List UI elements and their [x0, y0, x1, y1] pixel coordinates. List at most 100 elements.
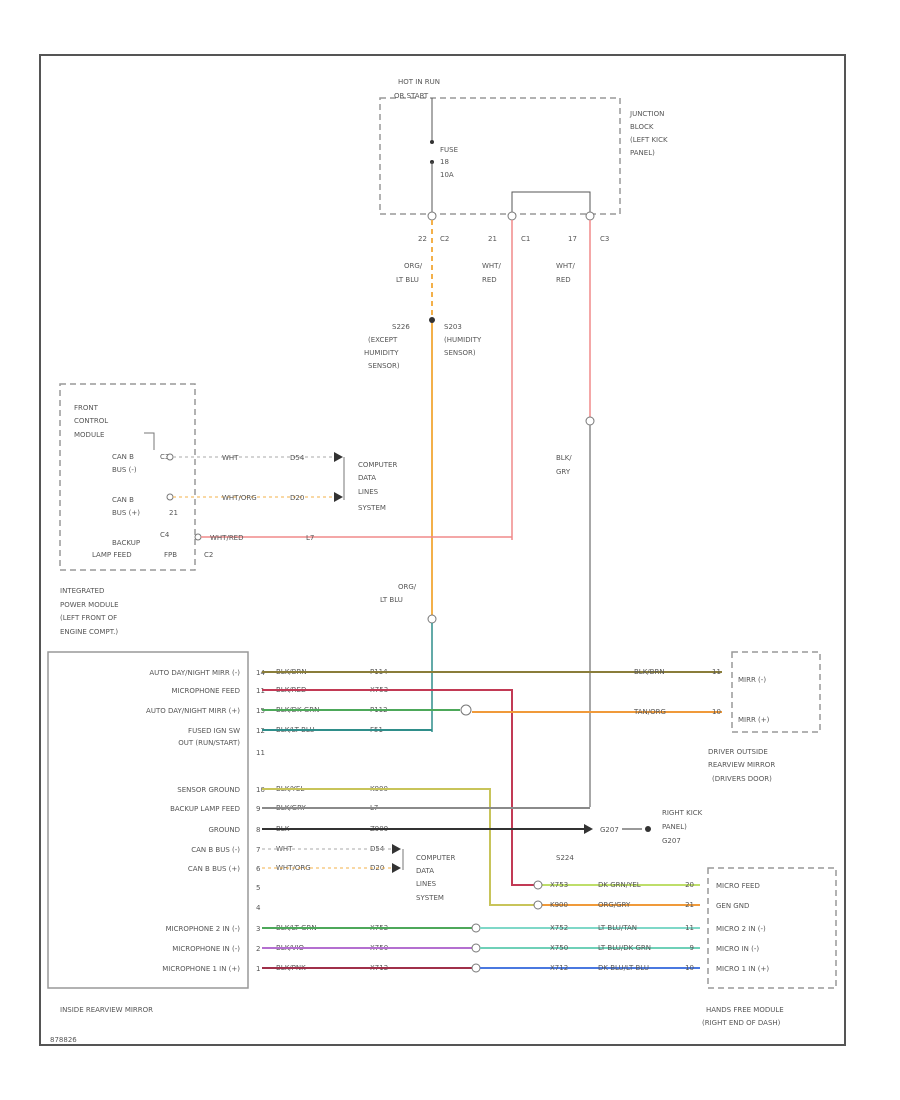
connector-micro2 — [471, 923, 481, 933]
fcm-pin2-label-b: BUS (+) — [112, 509, 140, 517]
pin-21-conn: C1 — [521, 235, 530, 243]
svg-text:SYSTEM: SYSTEM — [358, 504, 386, 512]
figure-id: 878826 — [50, 1036, 77, 1044]
driver-mirror-pin-number: 10 — [712, 708, 721, 716]
svg-text:CONTROL: CONTROL — [74, 417, 108, 425]
hfm-pin-label: MICRO 2 IN (-) — [716, 925, 766, 933]
fuse-label: FUSE 18 10A — [440, 146, 458, 179]
mirror-pin-number: 2 — [256, 945, 260, 953]
fcm-pin1-num: C3 — [160, 453, 169, 461]
hfm-pin-number: 20 — [685, 881, 694, 889]
svg-text:(HUMIDITY: (HUMIDITY — [444, 336, 482, 344]
mirror-pin-number: 5 — [256, 884, 260, 892]
fcm-pin2-num: 21 — [169, 509, 178, 517]
hands-free-module-outline — [707, 867, 837, 989]
hfm-pin-number: 10 — [685, 964, 694, 972]
svg-text:(LEFT KICK: (LEFT KICK — [630, 136, 668, 144]
svg-text:GRY: GRY — [556, 468, 571, 476]
mirror-pin-number: 1 — [256, 965, 260, 973]
driver-mirror-wire-color: TAN/ORG — [633, 708, 666, 716]
splice-s203-label: S203 (HUMIDITY SENSOR) — [444, 323, 482, 357]
mirror-pin-label: GROUND — [208, 826, 240, 834]
hfm-pin-number: 11 — [685, 924, 694, 932]
hfm-wire-code: X750 — [550, 944, 568, 952]
hfm-pin-number: 21 — [685, 901, 694, 909]
mirror-pin-number: 9 — [256, 805, 260, 813]
fcm-pin1-label-a: CAN B — [112, 453, 134, 461]
svg-text:ORG/: ORG/ — [398, 583, 417, 591]
svg-text:(EXCEPT: (EXCEPT — [368, 336, 398, 344]
hfm-wire-color: ORG/GRY — [598, 901, 631, 909]
pin-22-conn: C2 — [440, 235, 449, 243]
hfm-pin-number: 9 — [690, 944, 694, 952]
pin-17-conn: C3 — [600, 235, 609, 243]
svg-text:SENSOR): SENSOR) — [444, 349, 476, 357]
pin-22-num: 22 — [418, 235, 427, 243]
svg-text:RED: RED — [482, 276, 497, 284]
fcm-pin2-connector — [166, 493, 174, 501]
pin-17-connector — [585, 211, 595, 221]
svg-text:ENGINE COMPT.): ENGINE COMPT.) — [60, 628, 118, 636]
mirror-pin-number: 4 — [256, 904, 261, 912]
svg-text:(DRIVERS DOOR): (DRIVERS DOOR) — [712, 775, 772, 783]
fcm-c2: C2 — [204, 551, 213, 559]
mirror-pin-label: AUTO DAY/NIGHT MIRR (-) — [149, 669, 240, 677]
svg-text:MODULE: MODULE — [74, 431, 104, 439]
svg-text:REARVIEW MIRROR: REARVIEW MIRROR — [708, 761, 775, 769]
hfm-wire-color: LT BLU/DK GRN — [598, 944, 651, 952]
splice-s224: S224 — [556, 854, 574, 862]
svg-text:PANEL): PANEL) — [630, 149, 655, 157]
junction-internal-bus — [511, 191, 591, 212]
mirror-pin-number: 8 — [256, 826, 260, 834]
driver-mirror-pin-label: MIRR (+) — [738, 716, 770, 724]
hfm-pin-label: MICRO IN (-) — [716, 945, 759, 953]
splice-s226-label: S226 (EXCEPT HUMIDITY SENSOR) — [364, 323, 410, 370]
svg-text:10A: 10A — [440, 171, 454, 179]
connector-gen-gnd — [533, 900, 543, 910]
svg-text:18: 18 — [440, 158, 449, 166]
pin-17-num: 17 — [568, 235, 577, 243]
mirror-pin-number: 11 — [256, 687, 265, 695]
arrow-computer-data-4 — [392, 863, 401, 873]
svg-text:RIGHT KICK: RIGHT KICK — [662, 809, 703, 817]
hands-free-title: HANDS FREE MODULE (RIGHT END OF DASH) — [702, 1006, 784, 1027]
wire-sensor-ground — [262, 788, 536, 906]
hfm-pin-label: GEN GND — [716, 902, 749, 910]
wire-color-blk-gry: BLK/ GRY — [556, 454, 572, 476]
mirror-pin-label: MICROPHONE 1 IN (+) — [162, 965, 240, 973]
svg-text:DATA: DATA — [416, 867, 434, 875]
svg-text:PANEL): PANEL) — [662, 823, 687, 831]
mirror-wire-color: WHT — [276, 845, 293, 853]
connector-fused-lower — [427, 614, 437, 624]
pin-22-connector — [427, 211, 437, 221]
svg-text:FRONT: FRONT — [74, 404, 99, 412]
mirror-pin-label: MICROPHONE 2 IN (-) — [166, 925, 241, 933]
mirror-pin-label: MICROPHONE FEED — [171, 687, 240, 695]
svg-text:COMPUTER: COMPUTER — [416, 854, 455, 862]
svg-text:POWER MODULE: POWER MODULE — [60, 601, 119, 609]
diagram-frame — [39, 54, 846, 1046]
svg-text:(RIGHT END OF DASH): (RIGHT END OF DASH) — [702, 1019, 781, 1027]
mirror-pin-label: SENSOR GROUND — [177, 786, 240, 794]
fcm-pin1-connector — [166, 453, 174, 461]
hfm-wire-color: DK BLU/LT BLU — [598, 964, 649, 972]
fcm-wire-can-plus-code: D20 — [290, 494, 304, 502]
mirror-pin-label: MICROPHONE IN (-) — [172, 945, 240, 953]
connector-micro-in — [471, 943, 481, 953]
fcm-wire-backup-code: L7 — [306, 534, 314, 542]
driver-mirror-pin-label: MIRR (-) — [738, 676, 766, 684]
svg-text:WHT/: WHT/ — [556, 262, 575, 270]
wire-color-22: ORG/ LT BLU — [396, 262, 423, 284]
connector-micro1 — [471, 963, 481, 973]
svg-text:JUNCTION: JUNCTION — [629, 110, 664, 118]
driver-mirror-pin-number: 11 — [712, 668, 721, 676]
connector-pin17-lower — [585, 416, 595, 426]
fcm-wire-can-plus-color: WHT/ORG — [222, 494, 257, 502]
hfm-pin-label: MICRO FEED — [716, 882, 760, 890]
hot-in-run-label: HOT IN RUN OR START — [394, 78, 440, 100]
ground-arrow — [584, 824, 593, 834]
ground-terminal — [645, 826, 651, 832]
front-control-title: FRONT CONTROL MODULE — [74, 404, 108, 439]
svg-text:BLOCK: BLOCK — [630, 123, 654, 131]
